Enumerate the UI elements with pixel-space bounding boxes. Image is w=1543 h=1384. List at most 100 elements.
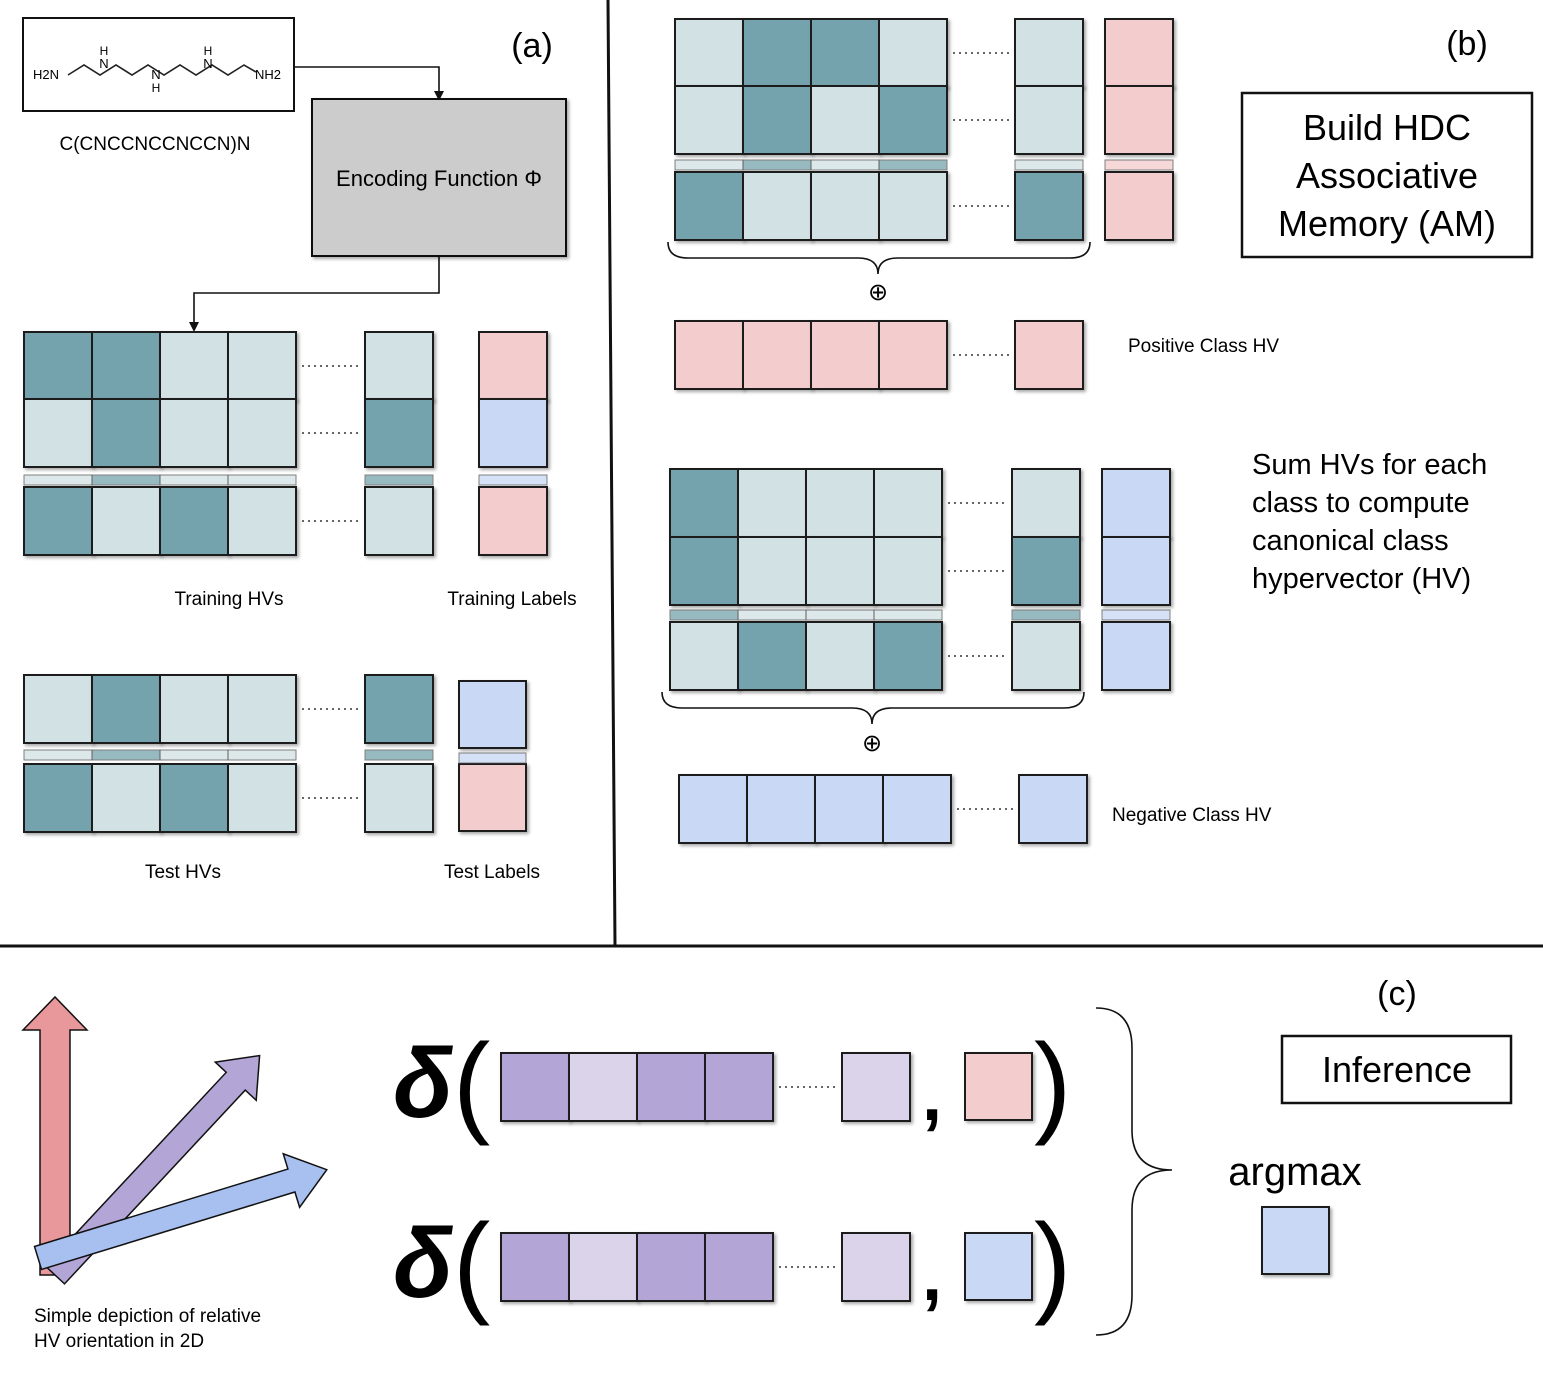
delta-symbol: δ: [393, 1208, 453, 1318]
positive-class-hv: [674, 320, 1084, 390]
hv-last-cell: [1014, 18, 1084, 88]
query-hv-2: [500, 1232, 911, 1302]
hv-cell: [878, 18, 948, 88]
stacked-row-edge: [364, 749, 434, 761]
label-cell: [1104, 18, 1174, 88]
open-paren: (: [453, 1021, 490, 1146]
negative-class-arrow: [33, 1152, 328, 1271]
hv-cell: [669, 621, 739, 691]
hv-cell: [227, 674, 297, 744]
stacked-row-edge: [159, 749, 229, 761]
training-hvs-label: Training HVs: [174, 589, 283, 610]
stacked-row-edge: [1011, 609, 1081, 621]
molecule-bonds: [67, 64, 257, 76]
similarity-positive: δ ( , ): [393, 1021, 1071, 1146]
molecule-atom-h1: H: [100, 44, 109, 58]
positive-class-arrow: [21, 995, 89, 1276]
hv-last-cell: [364, 674, 434, 744]
stacked-row-edge: [364, 474, 434, 486]
hv-cell: [878, 85, 948, 155]
hv-cell: [669, 536, 739, 606]
panel-c: (c) Inference Simple depiction of relati…: [21, 975, 1513, 1352]
stacked-row-edge: [810, 159, 880, 171]
molecule-atom-nh2: NH2: [255, 67, 281, 82]
hv-cell: [674, 18, 744, 88]
stacked-row-edge: [227, 749, 297, 761]
class-hv-cell: [882, 774, 952, 844]
negative-class-hv: [678, 774, 1088, 844]
build-am-title-line-2: Associative: [1296, 155, 1478, 196]
sum-description-line-4: hypervector (HV): [1252, 563, 1471, 595]
hv-cell: [674, 85, 744, 155]
positive-sum-brace: [667, 241, 1091, 275]
molecule-atom-h2n: H2N: [33, 67, 59, 82]
hv-cell: [91, 398, 161, 468]
label-cell: [478, 331, 548, 401]
smiles-string: C(CNCCNCCNCCN)N: [59, 134, 250, 155]
hv-cell: [737, 468, 807, 538]
hv-cell: [674, 171, 744, 241]
class-cell: [964, 1052, 1033, 1121]
stacked-row-edge: [91, 474, 161, 486]
hv-cell: [227, 331, 297, 401]
query-hv-last-cell: [841, 1052, 911, 1122]
test-labels-label: Test Labels: [444, 862, 540, 883]
hv-cell: [23, 331, 93, 401]
class-hv-last-cell: [1018, 774, 1088, 844]
hv-cell: [805, 536, 875, 606]
argmax-label: argmax: [1228, 1150, 1361, 1194]
stacked-row-edge: [1101, 609, 1171, 621]
inference-title-box: [1280, 1034, 1513, 1105]
negative-class-label: Negative Class HV: [1112, 805, 1272, 826]
query-hv-cell: [636, 1052, 706, 1122]
negative-sum-brace: [661, 691, 1085, 725]
hv-cell: [810, 18, 880, 88]
positive-sum-symbol: ⊕: [868, 279, 888, 306]
sum-description-line-1: Sum HVs for each: [1252, 449, 1487, 481]
hv-cell: [737, 536, 807, 606]
build-am-title-line-3: Memory (AM): [1278, 203, 1496, 244]
close-paren: ): [1034, 1201, 1071, 1326]
class-hv-last-cell: [1014, 320, 1084, 390]
label-cell: [1101, 621, 1171, 691]
hv-cell: [737, 621, 807, 691]
hv-cell: [159, 398, 229, 468]
label-cell: [1104, 85, 1174, 155]
hv-cell: [873, 621, 943, 691]
stacked-row-edge: [805, 609, 875, 621]
hv-cell: [23, 398, 93, 468]
hv-cell: [159, 763, 229, 833]
molecule-atom-n2: N: [151, 67, 160, 82]
molecule-atom-n3: N: [203, 56, 212, 71]
sum-description-line-2: class to compute: [1252, 487, 1470, 519]
label-cell: [458, 680, 527, 749]
test-hv-matrix: [23, 674, 527, 833]
build-am-title-box: [1240, 91, 1534, 259]
hv-orientation-depiction: [21, 995, 328, 1285]
hv-cell: [91, 331, 161, 401]
stacked-row-edge: [669, 609, 739, 621]
hv-cell: [91, 486, 161, 556]
stacked-row-edge: [91, 749, 161, 761]
stacked-row-edge: [458, 752, 527, 764]
stacked-row-edge: [674, 159, 744, 171]
depiction-caption-line-1: Simple depiction of relative: [34, 1306, 261, 1327]
stacked-row-edge: [159, 474, 229, 486]
panel-divider-vertical: [606, 0, 617, 947]
hv-last-cell: [1011, 468, 1081, 538]
hv-cell: [227, 486, 297, 556]
class-hv-cell: [810, 320, 880, 390]
stacked-row-edge: [227, 474, 297, 486]
hv-last-cell: [1011, 621, 1081, 691]
hv-last-cell: [364, 331, 434, 401]
hv-cell: [810, 171, 880, 241]
stacked-row-edge: [23, 749, 93, 761]
label-cell: [478, 398, 548, 468]
hv-cell: [810, 85, 880, 155]
query-hv-cell: [704, 1052, 774, 1122]
hv-cell: [159, 331, 229, 401]
encoding-function-label: Encoding Function Φ: [336, 166, 542, 191]
class-hv-cell: [814, 774, 884, 844]
depiction-caption-line-2: HV orientation in 2D: [34, 1331, 204, 1352]
molecule-box: [22, 17, 295, 112]
